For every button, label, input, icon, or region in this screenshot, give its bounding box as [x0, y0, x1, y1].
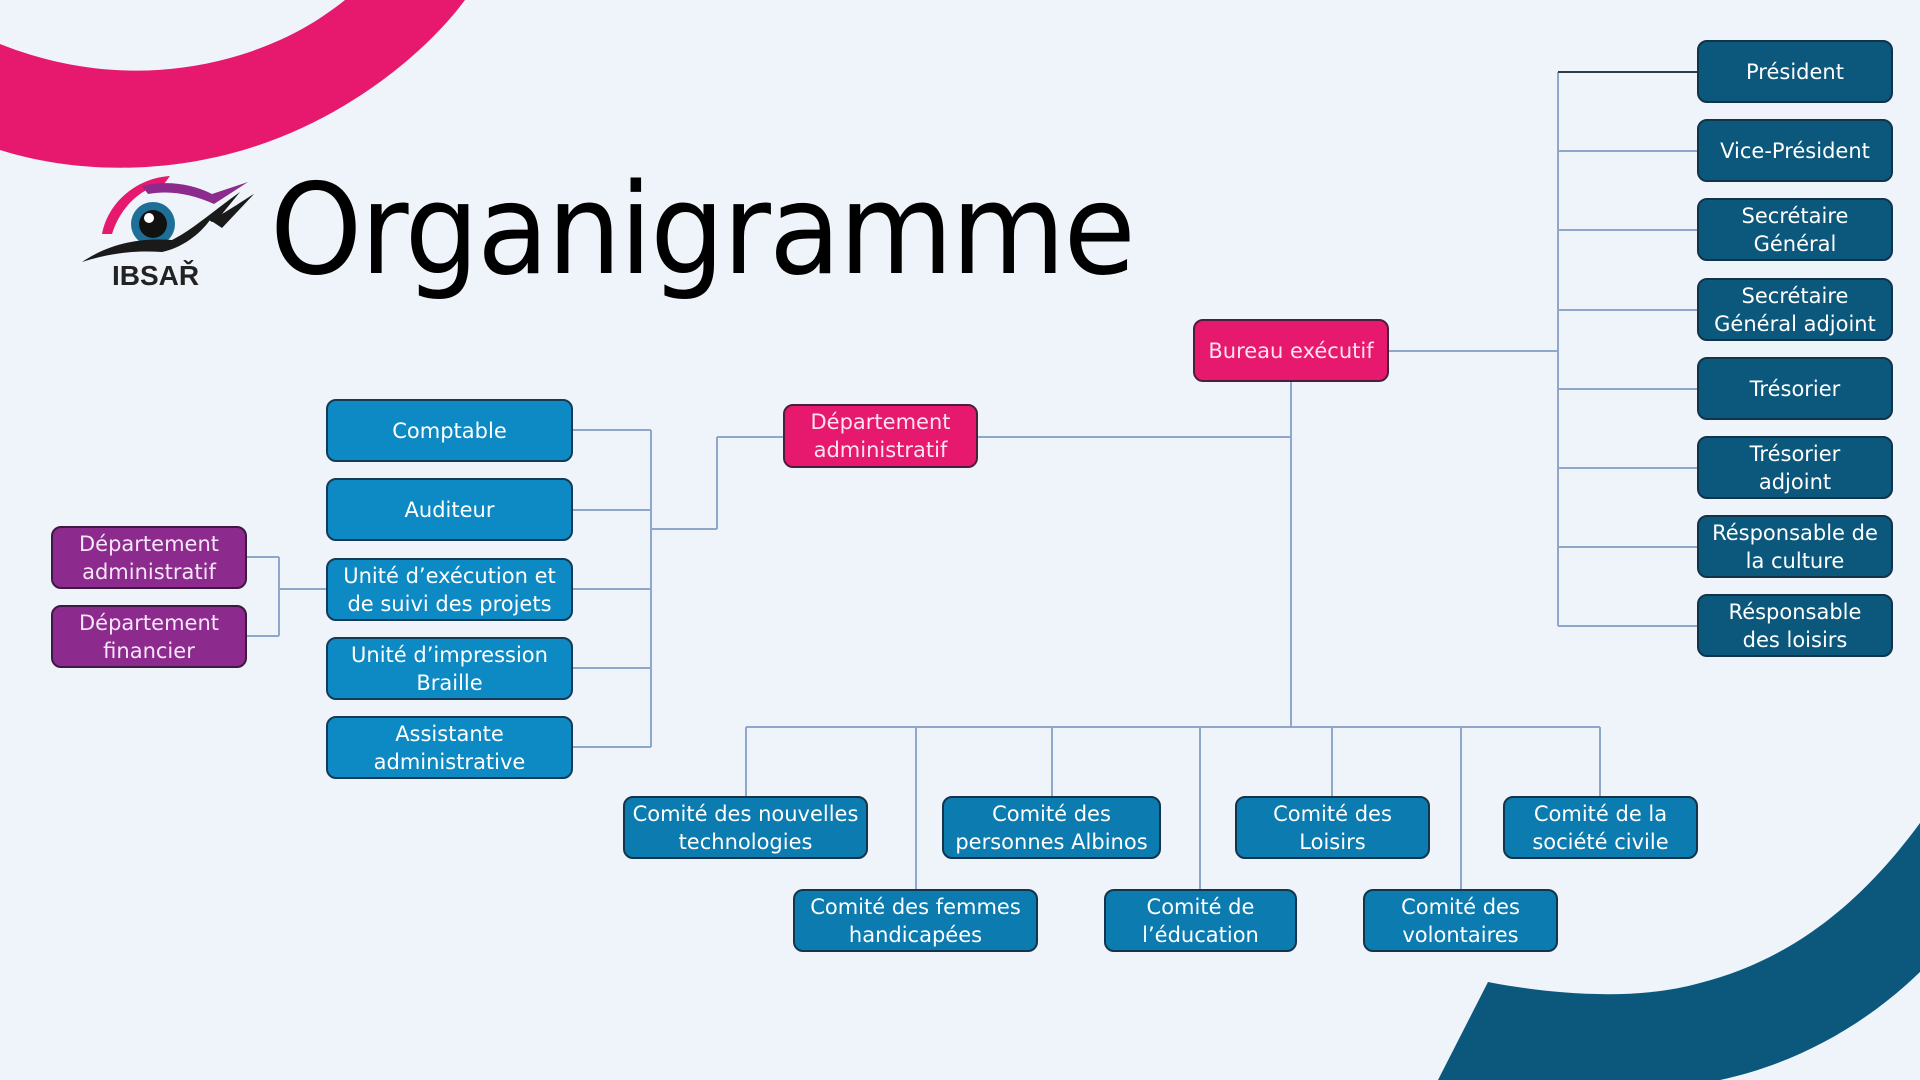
node-label: Président	[1746, 59, 1844, 84]
node-auditeur[interactable]: Auditeur	[326, 478, 573, 541]
node-label-line2: technologies	[678, 829, 813, 854]
node-label: Auditeur	[404, 497, 495, 522]
node-label: Comptable	[392, 418, 507, 443]
node-assistante-administrative[interactable]: Assistante administrative	[326, 716, 573, 779]
node-tresorier[interactable]: Trésorier	[1697, 357, 1893, 420]
node-responsable-culture[interactable]: Résponsable de la culture	[1697, 515, 1893, 578]
node-secretaire-general[interactable]: Secrétaire Général	[1697, 198, 1893, 261]
node-vice-president[interactable]: Vice-Président	[1697, 119, 1893, 182]
node-label-line2: société civile	[1532, 829, 1669, 854]
node-label-line1: Comité des	[992, 801, 1111, 826]
eye-logo-icon	[82, 176, 254, 262]
node-sub-departement-financier[interactable]: Département financier	[51, 605, 247, 668]
node-label-line2: administratif	[82, 559, 216, 584]
node-sub-departement-administratif[interactable]: Département administratif	[51, 526, 247, 589]
node-label-line1: Département	[810, 410, 951, 434]
node-label-line1: Secrétaire	[1741, 203, 1849, 228]
node-comite-loisirs[interactable]: Comité des Loisirs	[1235, 796, 1430, 859]
node-president[interactable]: Président	[1697, 40, 1893, 103]
node-label-line1: Résponsable de	[1712, 520, 1878, 545]
node-departement-administratif[interactable]: Département administratif	[783, 404, 978, 468]
ibsar-logo: IBSAŘ	[82, 172, 254, 292]
node-unite-impression-braille[interactable]: Unité d’impression Braille	[326, 637, 573, 700]
page-title: Organigramme	[270, 156, 1136, 303]
node-label-line2: des loisirs	[1742, 627, 1848, 652]
node-comite-nouvelles-technologies[interactable]: Comité des nouvelles technologies	[623, 796, 868, 859]
node-label-line1: Comité des	[1273, 801, 1392, 826]
node-comite-education[interactable]: Comité de l’éducation	[1104, 889, 1297, 952]
node-comite-femmes-handicapees[interactable]: Comité des femmes handicapées	[793, 889, 1038, 952]
node-label-line2: financier	[103, 638, 195, 663]
node-label-line2: Général	[1753, 231, 1837, 256]
node-label: Trésorier	[1749, 376, 1841, 401]
node-label-line2: adjoint	[1758, 469, 1832, 494]
teal-arc-shape	[1438, 823, 1920, 1080]
node-label-line2: administratif	[813, 438, 948, 462]
node-comite-societe-civile[interactable]: Comité de la société civile	[1503, 796, 1698, 859]
node-label-line1: Département	[79, 610, 219, 635]
node-label-line1: Résponsable	[1728, 599, 1862, 624]
node-label-line2: personnes Albinos	[955, 829, 1148, 854]
node-tresorier-adjoint[interactable]: Trésorier adjoint	[1697, 436, 1893, 499]
pink-arc-shape	[0, 0, 465, 168]
node-label-line1: Comité des	[1401, 894, 1520, 919]
node-unite-execution-suivi-projets[interactable]: Unité d’exécution et de suivi des projet…	[326, 558, 573, 621]
node-label-line2: Braille	[416, 670, 483, 695]
node-comite-volontaires[interactable]: Comité des volontaires	[1363, 889, 1558, 952]
node-label-line2: la culture	[1745, 548, 1845, 573]
node-label-line1: Comité de	[1146, 894, 1255, 919]
node-label-line1: Assistante	[395, 721, 504, 746]
node-secretaire-general-adjoint[interactable]: Secrétaire Général adjoint	[1697, 278, 1893, 341]
node-label: Vice-Président	[1720, 138, 1870, 163]
node-label-line1: Secrétaire	[1741, 283, 1849, 308]
node-label-line1: Comité des nouvelles	[632, 801, 859, 826]
node-label-line2: volontaires	[1402, 922, 1519, 947]
node-label: Bureau exécutif	[1208, 338, 1374, 363]
node-label-line2: administrative	[373, 749, 526, 774]
node-comite-personnes-albinos[interactable]: Comité des personnes Albinos	[942, 796, 1161, 859]
node-label-line2: Général adjoint	[1714, 311, 1876, 336]
logo-text: IBSAŘ	[112, 260, 200, 291]
node-label-line1: Unité d’exécution et	[343, 563, 556, 588]
node-label-line1: Département	[79, 531, 219, 556]
node-label-line2: handicapées	[848, 922, 983, 947]
node-responsable-loisirs[interactable]: Résponsable des loisirs	[1697, 594, 1893, 657]
node-label-line1: Trésorier	[1749, 441, 1841, 466]
node-label-line2: l’éducation	[1142, 922, 1259, 947]
node-label-line2: Loisirs	[1299, 829, 1366, 854]
node-label-line2: de suivi des projets	[347, 591, 552, 616]
node-label-line1: Unité d’impression	[351, 642, 548, 667]
node-label-line1: Comité de la	[1533, 801, 1668, 826]
node-comptable[interactable]: Comptable	[326, 399, 573, 462]
node-label-line1: Comité des femmes	[810, 894, 1021, 919]
node-bureau-executif[interactable]: Bureau exécutif	[1193, 319, 1389, 382]
